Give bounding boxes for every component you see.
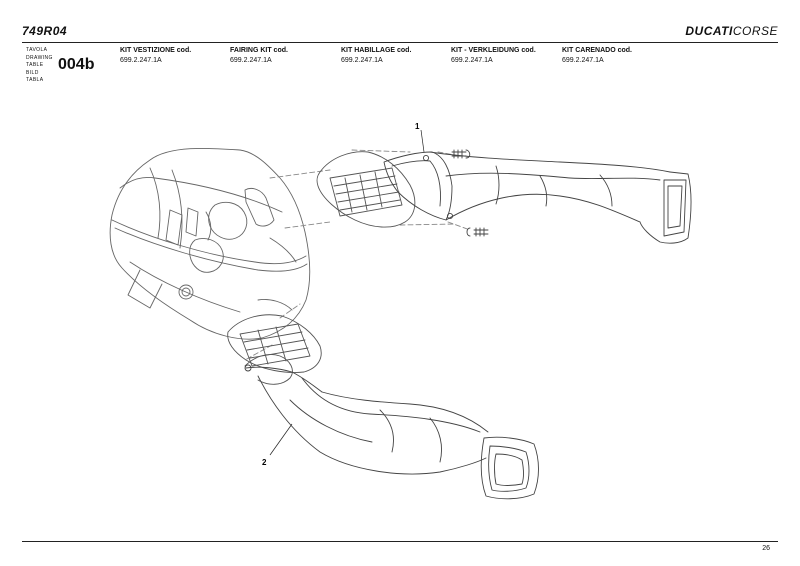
table-code: 004b — [58, 56, 95, 73]
brand-logo: DUCATICORSE — [685, 24, 778, 38]
lower-air-duct — [244, 364, 539, 500]
kit-name: KIT CARENADO cod. — [562, 47, 632, 54]
kit-code: 699.2.247.1A — [562, 57, 604, 64]
lower-grille-flange — [227, 314, 322, 385]
kit-name: KIT HABILLAGE cod. — [341, 47, 412, 54]
kit-entry-it: KIT VESTIZIONE cod. 699.2.247.1A — [120, 46, 191, 66]
kit-name: FAIRING KIT cod. — [230, 47, 288, 54]
upper-air-duct — [383, 151, 692, 244]
header-rule — [22, 42, 778, 43]
table-label: TABLA — [26, 77, 44, 84]
kit-entry-en: FAIRING KIT cod. 699.2.247.1A — [230, 46, 288, 66]
callout-part-1: 1 — [415, 122, 420, 131]
kit-entry-es: KIT CARENADO cod. 699.2.247.1A — [562, 46, 632, 66]
upper-grille-flange — [316, 151, 416, 228]
table-label: BILD — [26, 69, 39, 76]
kit-code: 699.2.247.1A — [120, 57, 162, 64]
screws — [451, 149, 489, 237]
table-label: TABLE — [26, 62, 44, 69]
brand-logo-light: CORSE — [732, 24, 778, 38]
table-label: DRAWING — [26, 54, 53, 61]
model-code: 749R04 — [22, 24, 68, 38]
callout-leaders — [269, 129, 425, 456]
assembly-lines — [244, 149, 471, 361]
kit-name: KIT VESTIZIONE cod. — [120, 47, 192, 54]
kit-code: 699.2.247.1A — [451, 57, 493, 64]
table-label-list: TAVOLA DRAWING TABLE BILD TABLA — [26, 47, 53, 85]
kit-code: 699.2.247.1A — [230, 57, 272, 64]
footer-rule — [22, 541, 778, 542]
brand-logo-bold: DUCATI — [685, 24, 733, 38]
kit-code: 699.2.247.1A — [341, 57, 383, 64]
kit-entry-fr: KIT HABILLAGE cod. 699.2.247.1A — [341, 46, 411, 66]
kit-entry-de: KIT - VERKLEIDUNG cod. 699.2.247.1A — [451, 46, 536, 66]
callout-part-2: 2 — [262, 458, 267, 467]
table-label: TAVOLA — [26, 47, 48, 53]
page-number: 26 — [762, 545, 770, 552]
kit-name: KIT - VERKLEIDUNG cod. — [451, 47, 536, 54]
